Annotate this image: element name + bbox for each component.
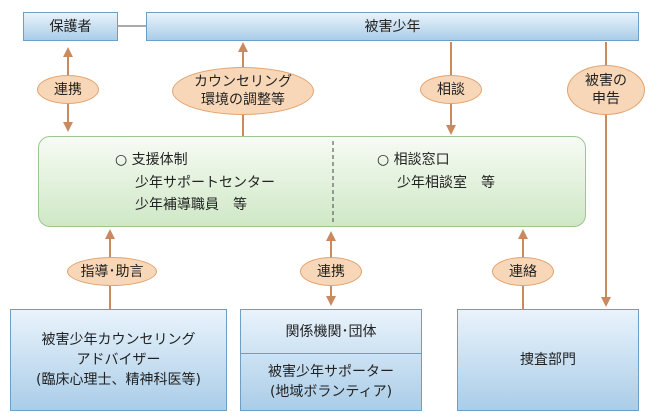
support-system-line1: 少年サポートセンター (135, 175, 275, 191)
victim-juvenile-label: 被害少年 (364, 18, 421, 35)
related-orgs-box: 関係機関･団体 被害少年サポーター (地域ボランティア) (240, 309, 422, 411)
consultation-title: ○ 相談窓口 (377, 152, 450, 168)
investigation-box: 捜査部門 (457, 309, 639, 411)
label-victim-report: 被害の 申告 (567, 65, 645, 115)
label-guidance-advice: 指導･助言 (67, 257, 157, 286)
counselor-advisor-box: 被害少年カウンセリング アドバイザー (臨床心理士、精神科医等) (10, 309, 227, 411)
related-orgs-top: 関係機関･団体 (241, 310, 421, 354)
label-cooperation-orgs: 連携 (300, 257, 362, 286)
support-center-box: ○ 支援体制 少年サポートセンター 少年補導職員 等 ○ 相談窓口 少年相談室 … (38, 136, 586, 227)
support-system-title: ○ 支援体制 (115, 152, 188, 168)
label-liaison: 連絡 (492, 257, 554, 286)
related-orgs-bottom: 被害少年サポーター (地域ボランティア) (268, 364, 394, 400)
label-consultation: 相談 (420, 75, 482, 104)
victim-juvenile-box: 被害少年 (146, 12, 639, 41)
consultation-line1: 少年相談室 等 (397, 175, 495, 191)
guardian-label: 保護者 (49, 18, 92, 35)
support-system-line2: 少年補導職員 等 (135, 197, 247, 213)
label-counseling-environment: カウンセリング 環境の調整等 (172, 67, 314, 115)
guardian-box: 保護者 (23, 12, 118, 41)
label-cooperation-guardian: 連携 (37, 75, 99, 104)
